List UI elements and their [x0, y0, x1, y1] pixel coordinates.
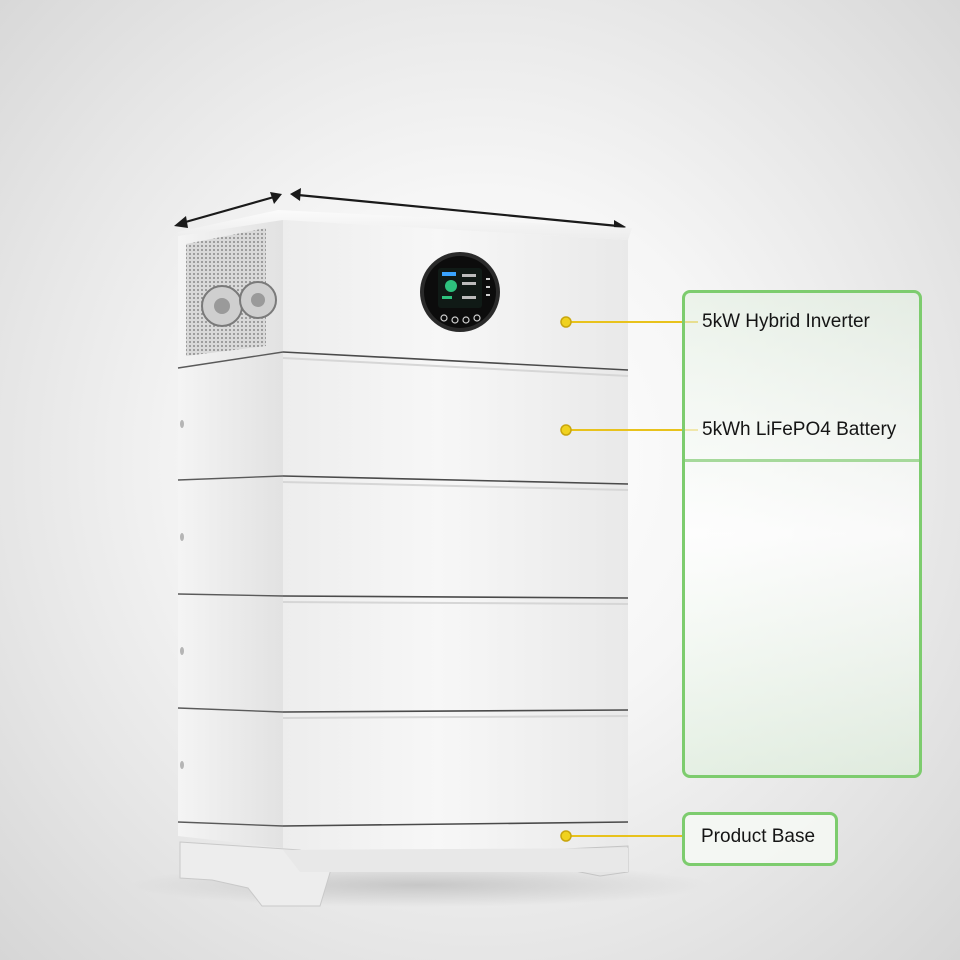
label-panel-divider	[685, 459, 919, 462]
side-handle	[180, 761, 184, 769]
display-button[interactable]	[440, 314, 448, 322]
inverter-label: 5kW Hybrid Inverter	[702, 311, 870, 332]
inverter-leader-dot	[560, 316, 572, 328]
battery-leader-dot	[560, 424, 572, 436]
module-seam	[282, 821, 629, 827]
side-handle	[180, 647, 184, 655]
base-label: Product Base	[701, 826, 816, 847]
module-label-panel	[682, 290, 922, 778]
side-handle	[180, 420, 184, 428]
display-button[interactable]	[451, 316, 459, 324]
side-handle	[180, 533, 184, 541]
module-seam	[282, 709, 629, 713]
inverter-display	[420, 252, 500, 332]
unit-top	[178, 210, 632, 240]
display-button[interactable]	[462, 316, 470, 324]
unit-front-face	[283, 220, 628, 850]
depth-dimension-arrow	[174, 192, 282, 228]
module-seam	[282, 351, 629, 371]
module-seam	[282, 475, 629, 485]
display-button[interactable]	[473, 314, 481, 322]
module-seam	[282, 595, 629, 599]
base-label-box	[682, 812, 838, 866]
base-leader-dot	[560, 830, 572, 842]
unit-side-panel	[178, 220, 283, 848]
battery-label: 5kWh LiFePO4 Battery	[702, 419, 897, 440]
